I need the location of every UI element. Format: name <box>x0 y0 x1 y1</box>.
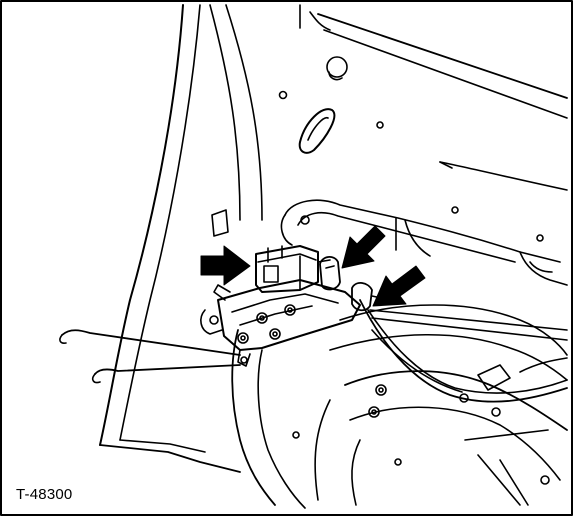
wiring-harness-strand <box>367 309 568 394</box>
lock-screw-b-center <box>287 307 293 313</box>
panel-recess-step <box>439 161 453 169</box>
lower-panel-second-curve <box>329 333 568 381</box>
lock-screw-b <box>284 304 296 316</box>
lower-panel-bolt-b-center <box>371 409 377 415</box>
electrical-connector <box>255 245 319 293</box>
lower-panel-left-edge <box>314 399 331 501</box>
carrier-plate-top <box>284 199 561 263</box>
lower-panel-left-inner <box>351 439 361 506</box>
wiring-harness-strand-2 <box>371 329 463 393</box>
panel-slot-opening <box>298 108 336 154</box>
operating-rod-upper <box>61 329 241 356</box>
panel-small-hole-d <box>536 234 544 242</box>
lower-panel-bolt-b <box>368 406 380 418</box>
electrical-connector-top-edge <box>257 253 317 263</box>
lock-tab <box>213 284 231 301</box>
harness-connector-plug <box>477 364 511 391</box>
carrier-plate-left <box>280 214 293 246</box>
lock-screw-a-center <box>259 315 265 321</box>
operating-rod-right-upper <box>369 309 568 331</box>
lock-lever-pivot <box>209 315 219 325</box>
operating-rod-right-lower <box>371 317 568 341</box>
carrier-plate-hole <box>300 215 310 225</box>
panel-slot-inner <box>307 117 329 141</box>
callout-arrow-upper-right-icon <box>341 225 386 269</box>
lock-rod-clip <box>237 349 251 367</box>
harness-branch <box>519 357 568 373</box>
lock-housing-rear-inner <box>257 349 306 509</box>
lower-panel-strut <box>464 429 549 441</box>
lock-screw-a <box>256 312 268 324</box>
figure-code: T-48300 <box>16 486 73 503</box>
panel-small-hole-b <box>376 121 384 129</box>
lock-screw-c <box>269 328 281 340</box>
door-frame-outer-edge <box>99 4 184 446</box>
inner-panel-edge-b <box>225 4 263 221</box>
panel-knob-shadow <box>328 71 343 81</box>
electrical-connector-lead <box>317 259 331 263</box>
door-frame-bottom-inner <box>119 439 206 453</box>
lock-rod-clip-eye <box>240 356 248 364</box>
connector-clip-ridge <box>325 265 335 269</box>
lower-panel-brace <box>477 454 521 506</box>
carrier-plate-rib <box>404 219 431 257</box>
lower-panel-bolt-d <box>491 407 501 417</box>
window-channel-end <box>309 11 331 31</box>
inner-panel-edge-a <box>209 4 241 221</box>
panel-small-hole-f <box>394 458 402 466</box>
door-frame-bracket <box>211 209 229 237</box>
lock-body-mid-ridge <box>239 305 313 326</box>
operating-rod-lower-hook <box>92 373 101 384</box>
panel-small-hole-e <box>292 431 300 439</box>
lower-panel-fourth-curve <box>349 406 561 481</box>
lock-lever-left <box>200 309 223 335</box>
panel-small-hole-c <box>451 206 459 214</box>
lower-panel-third-curve <box>344 370 568 431</box>
window-channel-lower <box>323 29 568 119</box>
panel-knob-hole <box>326 56 348 78</box>
door-frame-inner-edge <box>119 4 201 441</box>
lock-screw-d <box>237 332 249 344</box>
lower-panel-brace-2 <box>499 459 529 506</box>
lower-panel-upper-curve <box>339 304 568 356</box>
lock-housing-rear-outer <box>231 329 276 506</box>
operating-rod-upper-hook <box>59 334 67 344</box>
door-frame-bottom-edge <box>99 444 241 473</box>
carrier-plate-inner <box>297 211 516 263</box>
electrical-connector-face <box>263 265 279 283</box>
window-channel-top <box>317 13 568 99</box>
lock-body <box>217 279 361 351</box>
callout-arrow-left-icon <box>200 245 251 286</box>
operating-rod-lower <box>94 364 241 375</box>
lock-screw-c-center <box>272 331 278 337</box>
lower-panel-bolt-a-center <box>378 387 384 393</box>
lock-body-upper-ridge <box>231 293 339 313</box>
panel-recess-top <box>439 161 568 191</box>
connector-clip <box>319 256 341 291</box>
lock-screw-d-center <box>240 335 246 341</box>
lower-panel-bolt-a <box>375 384 387 396</box>
carrier-plate-right-inner <box>529 261 553 273</box>
cable-clip <box>351 282 373 312</box>
callout-arrow-lower-right-icon <box>372 265 426 307</box>
lower-panel-bolt-e <box>540 475 550 485</box>
carrier-plate-right-curve <box>519 251 568 286</box>
wiring-harness-main <box>359 299 568 403</box>
panel-small-hole-a <box>278 90 288 100</box>
